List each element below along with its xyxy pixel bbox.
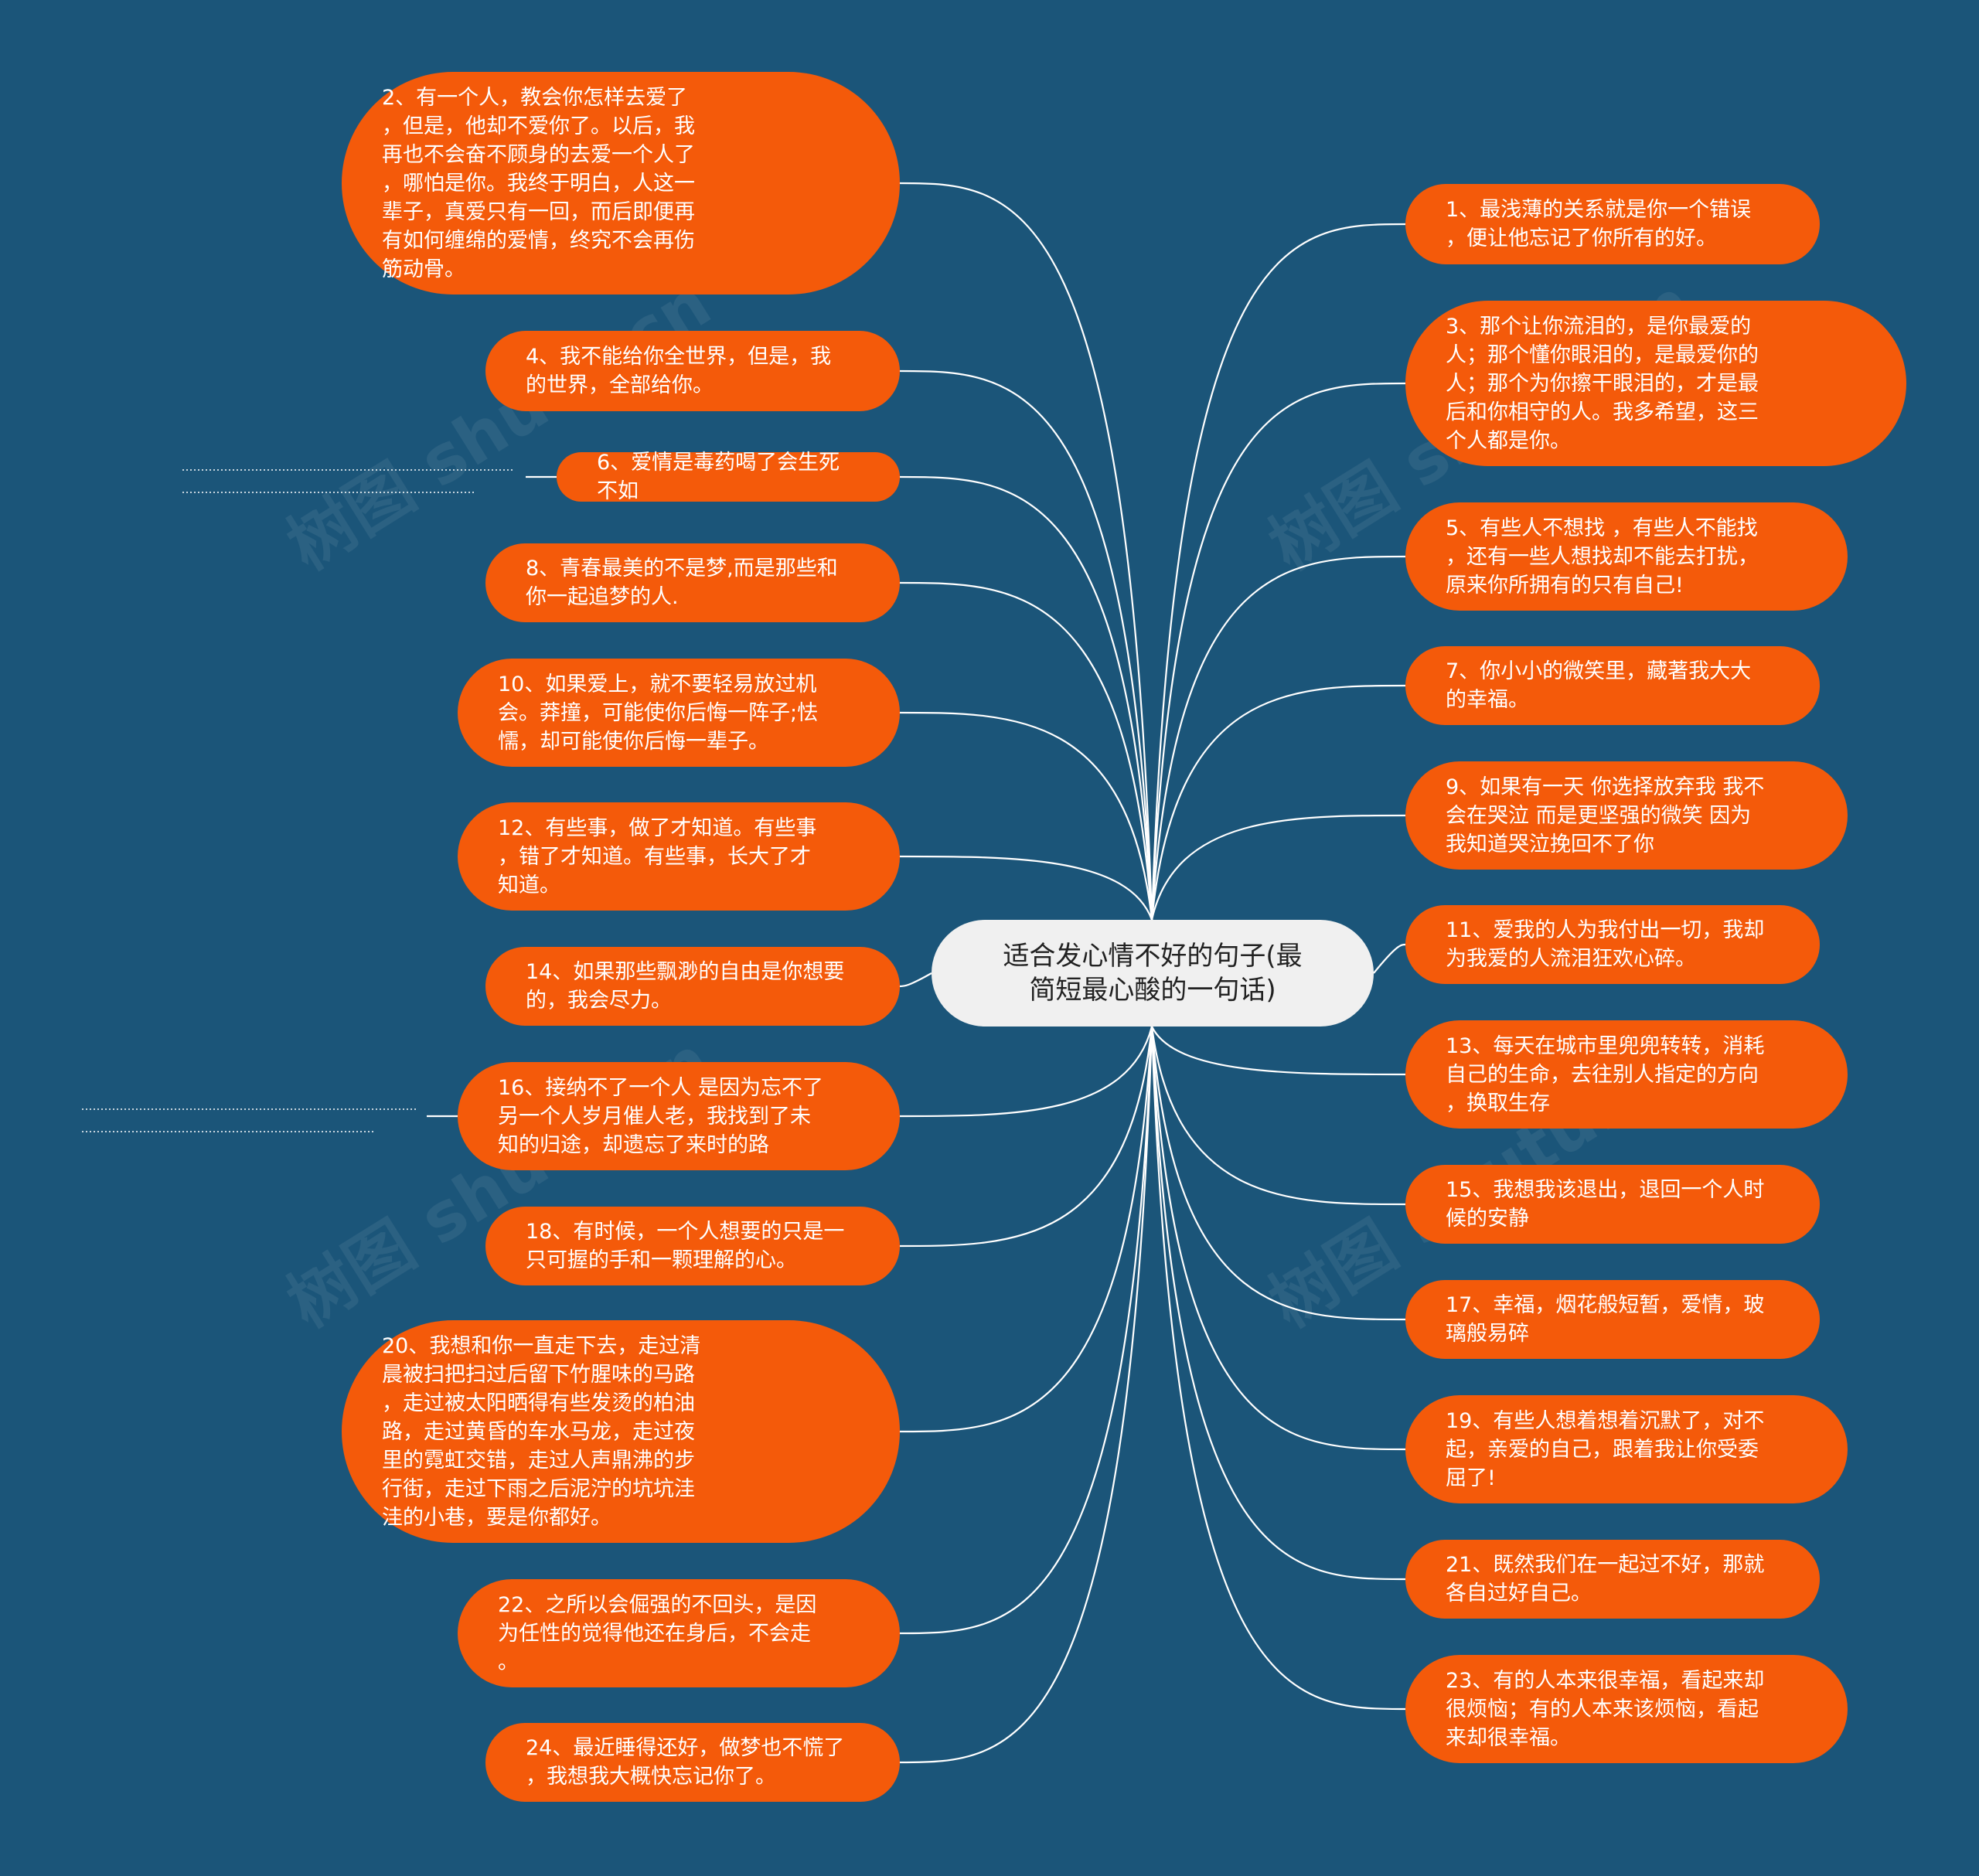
- branch-node-left[interactable]: 2、有一个人，教会你怎样去爱了 ，但是，他却不爱你了。以后，我 再也不会奋不顾身…: [342, 72, 900, 295]
- connector-line: [1150, 1026, 1406, 1581]
- connector-line: [899, 182, 1153, 921]
- branch-node-left[interactable]: 6、爱情是毒药喝了会生死不如: [557, 451, 900, 503]
- branch-node-right[interactable]: 17、幸福，烟花般短暂，爱情，玻 璃般易碎: [1405, 1280, 1820, 1359]
- branch-node-label: 15、我想我该退出，退回一个人时 候的安静: [1446, 1178, 1765, 1231]
- branch-node-label: 11、爱我的人为我付出一切，我却 为我爱的人流泪狂欢心碎。: [1446, 918, 1765, 971]
- branch-node-left[interactable]: 18、有时候，一个人想要的只是一 只可握的手和一颗理解的心。: [485, 1207, 900, 1285]
- connector-line: [1150, 1026, 1406, 1321]
- connector-line: [1151, 1026, 1406, 1076]
- connector-line: [1150, 1026, 1406, 1206]
- connector-line: [899, 1026, 1153, 1118]
- branch-node-left[interactable]: 16、接纳不了一个人 是因为忘不了 另一个人岁月催人老，我找到了未 知的归途，却…: [458, 1062, 900, 1170]
- branch-node-label: 3、那个让你流泪的，是你最爱的 人；那个懂你眼泪的，是最爱你的 人；那个为你擦干…: [1446, 314, 1759, 453]
- branch-node-label: 12、有些事，做了才知道。有些事 ，错了才知道。有些事，长大了才 知道。: [498, 815, 817, 897]
- branch-node-right[interactable]: 21、既然我们在一起过不好，那就 各自过好自己。: [1405, 1540, 1820, 1619]
- branch-node-right[interactable]: 7、你小小的微笑里，藏著我大大 的幸福。: [1405, 646, 1820, 725]
- connector-line: [899, 711, 1153, 921]
- branch-node-left[interactable]: 22、之所以会倔强的不回头，是因 为任性的觉得他还在身后，不会走 。: [458, 1579, 900, 1687]
- branch-node-right[interactable]: 15、我想我该退出，退回一个人时 候的安静: [1405, 1165, 1820, 1244]
- root-topic[interactable]: 适合发心情不好的句子(最 简短最心酸的一句话): [932, 920, 1374, 1027]
- branch-node-left[interactable]: 24、最近睡得还好，做梦也不慌了 ，我想我大概快忘记你了。: [485, 1723, 900, 1802]
- branch-node-left[interactable]: 8、青春最美的不是梦,而是那些和 你一起追梦的人.: [485, 543, 900, 622]
- connector-line: [1150, 1026, 1406, 1451]
- connector-line: [899, 581, 1153, 921]
- connector-line: [1373, 943, 1406, 974]
- branch-node-right[interactable]: 23、有的人本来很幸福，看起来却 很烦恼；有的人本来该烦恼，看起 来却很幸福。: [1405, 1655, 1848, 1763]
- branch-node-label: 18、有时候，一个人想要的只是一 只可握的手和一颗理解的心。: [526, 1220, 845, 1272]
- branch-node-label: 13、每天在城市里兜兜转转，消耗 自己的生命，去往别人指定的方向 ，换取生存: [1446, 1033, 1765, 1115]
- branch-node-right[interactable]: 5、有些人不想找 ，有些人不能找 ，还有一些人想找却不能去打扰， 原来你所拥有的…: [1405, 502, 1848, 611]
- branch-node-label: 22、之所以会倔强的不回头，是因 为任性的觉得他还在身后，不会走 。: [498, 1592, 817, 1674]
- branch-node-right[interactable]: 11、爱我的人为我付出一切，我却 为我爱的人流泪狂欢心碎。: [1405, 905, 1820, 984]
- branch-node-left[interactable]: 10、如果爱上，就不要轻易放过机 会。莽撞，可能使你后悔一阵子;怯 懦，却可能使…: [458, 659, 900, 767]
- connector-line: [899, 1026, 1153, 1764]
- branch-node-label: 23、有的人本来很幸福，看起来却 很烦恼；有的人本来该烦恼，看起 来却很幸福。: [1446, 1668, 1765, 1750]
- connector-line: [1150, 555, 1406, 921]
- branch-node-right[interactable]: 1、最浅薄的关系就是你一个错误 ，便让他忘记了你所有的好。: [1405, 184, 1820, 264]
- connector-line: [1150, 814, 1406, 921]
- connector-line: [1150, 684, 1406, 921]
- connector-line: [899, 1026, 1153, 1248]
- connector-line: [899, 475, 1153, 921]
- connector-line: [899, 972, 932, 988]
- branch-node-right[interactable]: 13、每天在城市里兜兜转转，消耗 自己的生命，去往别人指定的方向 ，换取生存: [1405, 1020, 1848, 1129]
- connector-line: [899, 1026, 1153, 1433]
- connector-line: [1150, 223, 1406, 921]
- branch-node-label: 9、如果有一天 你选择放弃我 我不 会在哭泣 而是更坚强的微笑 因为 我知道哭泣…: [1446, 775, 1765, 856]
- branch-node-label: 2、有一个人，教会你怎样去爱了 ，但是，他却不爱你了。以后，我 再也不会奋不顾身…: [382, 85, 695, 281]
- branch-node-label: 21、既然我们在一起过不好，那就 各自过好自己。: [1446, 1553, 1765, 1605]
- connector-line: [899, 855, 1153, 921]
- branch-node-right[interactable]: 3、那个让你流泪的，是你最爱的 人；那个懂你眼泪的，是最爱你的 人；那个为你擦干…: [1405, 301, 1906, 466]
- branch-node-label: 6、爱情是毒药喝了会生死不如: [597, 451, 840, 503]
- branch-node-left[interactable]: 12、有些事，做了才知道。有些事 ，错了才知道。有些事，长大了才 知道。: [458, 802, 900, 911]
- branch-node-label: 20、我想和你一直走下去，走过清 晨被扫把扫过后留下竹腥味的马路 ，走过被太阳晒…: [382, 1333, 701, 1530]
- connector-line: [1150, 382, 1406, 921]
- branch-node-left[interactable]: 14、如果那些飘渺的自由是你想要 的，我会尽力。: [485, 947, 900, 1026]
- connector-line: [899, 369, 1153, 921]
- branch-node-label: 16、接纳不了一个人 是因为忘不了 另一个人岁月催人老，我找到了未 知的归途，却…: [498, 1075, 823, 1157]
- branch-node-label: 14、如果那些飘渺的自由是你想要 的，我会尽力。: [526, 960, 845, 1013]
- connector-line: [1150, 1026, 1406, 1711]
- branch-node-label: 7、你小小的微笑里，藏著我大大 的幸福。: [1446, 659, 1752, 712]
- branch-node-label: 10、如果爱上，就不要轻易放过机 会。莽撞，可能使你后悔一阵子;怯 懦，却可能使…: [498, 672, 819, 754]
- branch-node-label: 5、有些人不想找 ，有些人不能找 ，还有一些人想找却不能去打扰， 原来你所拥有的…: [1446, 516, 1759, 598]
- branch-node-label: 24、最近睡得还好，做梦也不慌了 ，我想我大概快忘记你了。: [526, 1736, 845, 1789]
- branch-node-right[interactable]: 19、有些人想着想着沉默了，对不 起，亲爱的自己，跟着我让你受委 屈了!: [1405, 1395, 1848, 1503]
- branch-node-left[interactable]: 4、我不能给你全世界，但是，我 的世界，全部给你。: [485, 331, 900, 411]
- branch-node-label: 17、幸福，烟花般短暂，爱情，玻 璃般易碎: [1446, 1293, 1765, 1346]
- branch-node-label: 1、最浅薄的关系就是你一个错误 ，便让他忘记了你所有的好。: [1446, 198, 1752, 250]
- branch-node-label: 8、青春最美的不是梦,而是那些和 你一起追梦的人.: [526, 557, 838, 609]
- branch-node-right[interactable]: 9、如果有一天 你选择放弃我 我不 会在哭泣 而是更坚强的微笑 因为 我知道哭泣…: [1405, 761, 1848, 870]
- branch-node-label: 19、有些人想着想着沉默了，对不 起，亲爱的自己，跟着我让你受委 屈了!: [1446, 1408, 1765, 1490]
- connector-line: [899, 1026, 1153, 1635]
- branch-node-left[interactable]: 20、我想和你一直走下去，走过清 晨被扫把扫过后留下竹腥味的马路 ，走过被太阳晒…: [342, 1320, 900, 1543]
- branch-node-label: 4、我不能给你全世界，但是，我 的世界，全部给你。: [526, 345, 832, 397]
